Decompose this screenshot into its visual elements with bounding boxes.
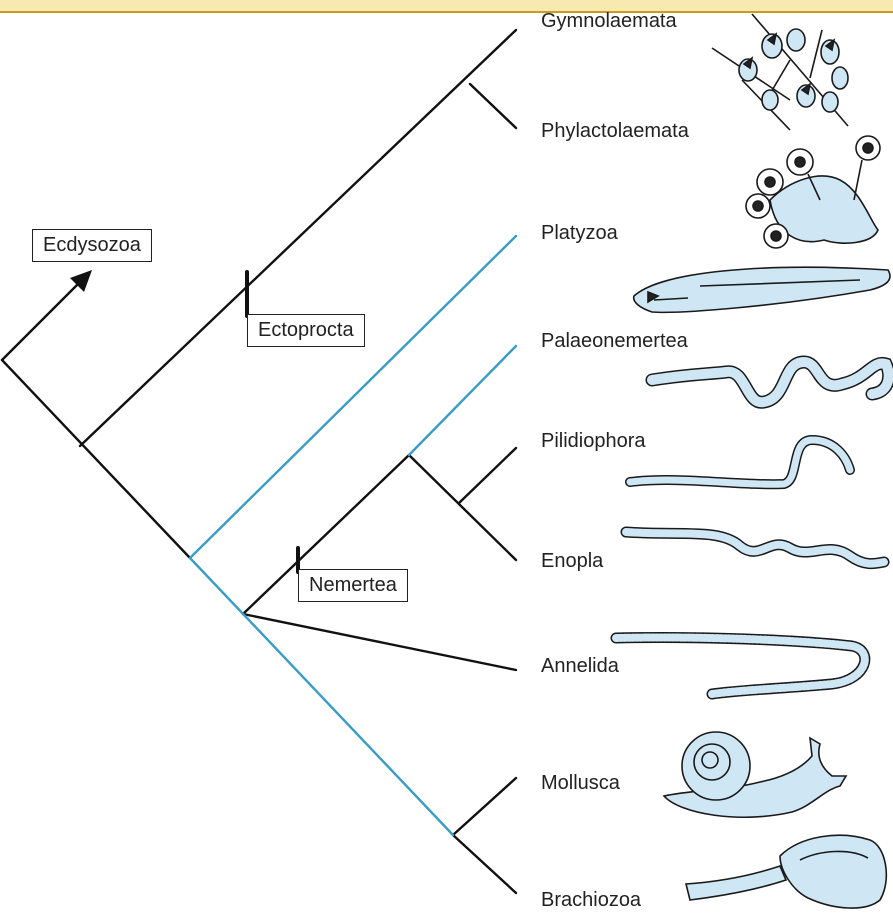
branch-annelida: [243, 614, 516, 670]
black-branches: [2, 30, 516, 893]
taxon-brachiozoa: Brachiozoa: [541, 889, 641, 912]
taxon-enopla: Enopla: [541, 550, 603, 573]
taxon-pilidiophora: Pilidiophora: [541, 430, 646, 453]
palaeonemertean-illustration: [652, 362, 889, 402]
branch-palaeonemertea: [409, 346, 516, 455]
taxon-phylactolaemata: Phylactolaemata: [541, 120, 689, 143]
pilidiophoran-illustration: [630, 440, 850, 484]
branch-enopla: [409, 455, 516, 560]
taxon-gymnolaemata: Gymnolaemata: [541, 10, 677, 33]
taxon-annelida: Annelida: [541, 655, 619, 678]
clade-label-ectoprocta: Ectoprocta: [247, 314, 365, 347]
branch-pilidiophora: [459, 448, 516, 503]
taxon-palaeonemertea: Palaeonemertea: [541, 330, 688, 353]
clade-label-nemertea: Nemertea: [298, 569, 408, 602]
taxon-platyzoa: Platyzoa: [541, 222, 618, 245]
clade-label-ecdysozoa: Ecdysozoa: [32, 229, 152, 262]
phylactolaemate-illustration: [746, 136, 880, 248]
branch-root-to-spiralia: [2, 360, 190, 558]
brachiopod-illustration: [686, 835, 886, 908]
taxon-mollusca: Mollusca: [541, 772, 620, 795]
bryozoan-colony-illustration: [712, 14, 848, 130]
annelid-illustration: [616, 637, 865, 694]
snail-illustration: [664, 732, 846, 817]
branch-root-to-ecdysozoa: [2, 276, 86, 360]
enoplan-illustration: [626, 532, 884, 564]
branch-mollusca: [453, 778, 516, 835]
flatworm-illustration: [634, 267, 890, 312]
branch-phylactolaemata: [470, 84, 516, 128]
branch-brachiozoa: [453, 835, 516, 893]
